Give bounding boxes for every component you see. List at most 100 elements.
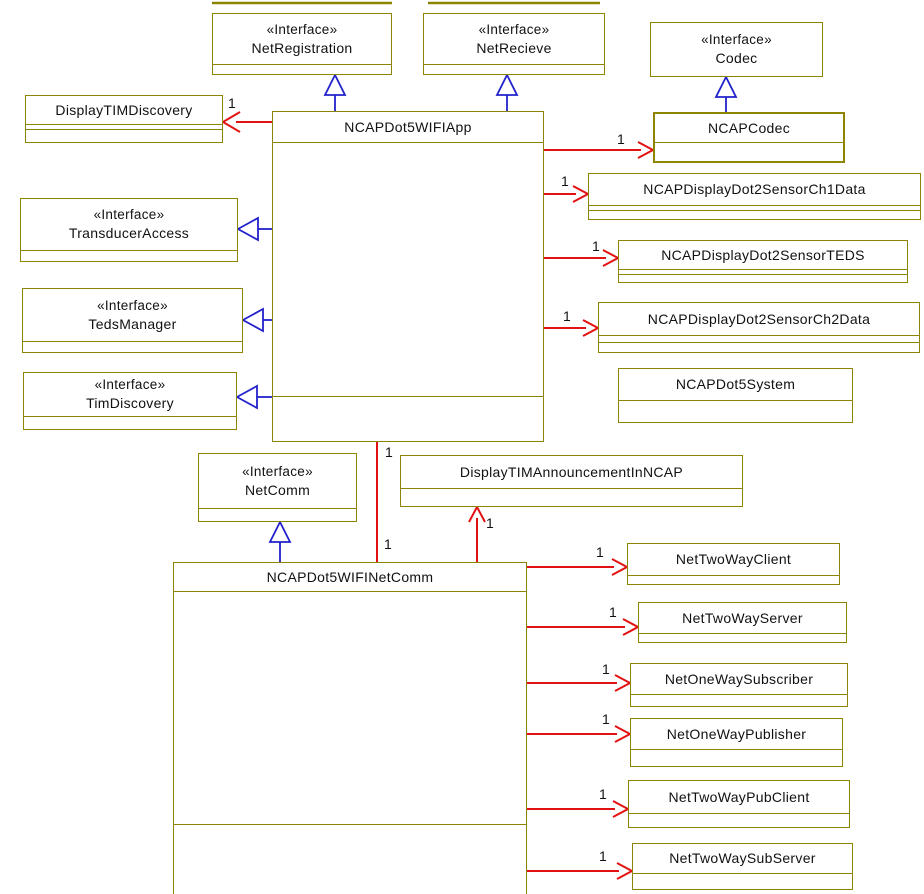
- open-arrowhead: [637, 141, 656, 159]
- multiplicity-label: 1: [228, 95, 237, 111]
- multiplicity-label: 1: [561, 173, 570, 189]
- class-name-label: DisplayTIMAnnouncementInNCAP: [459, 463, 684, 480]
- class-box-netonewaysubscriber[interactable]: NetOneWaySubscriber: [630, 663, 848, 707]
- name-compartment: NCAPCodec: [655, 114, 843, 142]
- name-compartment: NetTwoWaySubServer: [633, 844, 852, 873]
- interface-box-codec[interactable]: «Interface» Codec: [650, 22, 823, 77]
- class-box-netonewaypublisher[interactable]: NetOneWayPublisher: [630, 718, 843, 767]
- interface-box-netrecieve[interactable]: «Interface» NetRecieve: [423, 13, 605, 75]
- name-compartment: NetTwoWayServer: [639, 603, 846, 633]
- name-compartment: NetTwoWayClient: [628, 544, 839, 575]
- operations-compartment: [619, 400, 852, 422]
- edge-app-to-displaytimdiscovery: [221, 111, 272, 133]
- class-box-displaytimdiscovery[interactable]: DisplayTIMDiscovery: [25, 95, 223, 143]
- operations-compartment: [639, 633, 846, 642]
- open-arrowhead: [611, 558, 630, 576]
- edge-app-to-ncapcodec: [544, 141, 656, 159]
- operations-compartment: [629, 813, 849, 827]
- interface-box-tedsmanager[interactable]: «Interface» TedsManager: [22, 288, 243, 353]
- class-name-label: NetTwoWayClient: [675, 551, 792, 568]
- multiplicity-label: 1: [599, 848, 608, 864]
- edge-ncapcodec-realizes-codec: [714, 74, 738, 112]
- interface-box-netregistration[interactable]: «Interface» NetRegistration: [212, 13, 392, 75]
- class-box-ncapdot5wifiapp[interactable]: NCAPDot5WIFIApp: [272, 111, 544, 442]
- class-name-label: NCAPDot5System: [675, 376, 796, 393]
- class-box-ncapcodec[interactable]: NCAPCodec: [653, 112, 845, 163]
- attributes-compartment: [26, 124, 222, 129]
- name-compartment: NCAPDisplayDot2SensorCh2Data: [599, 303, 919, 335]
- edge-netcommclass-to-twowaypubclient: [527, 800, 631, 818]
- edge-app-realizes-timdiscovery: [235, 384, 272, 410]
- interface-box-netcomm[interactable]: «Interface» NetComm: [198, 453, 357, 522]
- open-arrowhead: [616, 862, 635, 880]
- triangle-arrowhead: [495, 72, 519, 96]
- class-name-label: TimDiscovery: [86, 395, 174, 412]
- class-name-label: NCAPDisplayDot2SensorCh1Data: [643, 181, 866, 198]
- interface-box-transduceraccess[interactable]: «Interface» TransducerAccess: [20, 198, 238, 262]
- class-name-label: NCAPDot5WIFINetComm: [266, 568, 434, 585]
- operations-compartment: [213, 64, 391, 74]
- operations-compartment: [273, 396, 543, 441]
- triangle-arrowhead: [235, 384, 258, 410]
- triangle-arrowhead: [323, 72, 347, 96]
- multiplicity-label: 1: [563, 308, 572, 324]
- open-arrowhead: [614, 674, 633, 692]
- name-compartment: «Interface» TimDiscovery: [24, 373, 236, 416]
- edge-app-realizes-netregistration: [323, 72, 347, 111]
- triangle-arrowhead: [236, 216, 259, 242]
- class-name-label: NCAPDisplayDot2SensorTEDS: [661, 246, 865, 263]
- stereotype-label: «Interface»: [94, 377, 166, 393]
- operations-compartment: [628, 575, 839, 584]
- class-name-label: TransducerAccess: [68, 225, 190, 242]
- open-arrowhead: [468, 504, 486, 523]
- class-box-ncapdisplaydot2sensorch2data[interactable]: NCAPDisplayDot2SensorCh2Data: [598, 302, 920, 353]
- operations-compartment: [619, 274, 907, 282]
- attributes-compartment: [599, 335, 919, 342]
- class-name-label: NetOneWayPublisher: [666, 725, 807, 742]
- class-box-nettwowaysubserver[interactable]: NetTwoWaySubServer: [632, 843, 853, 890]
- name-compartment: «Interface» TransducerAccess: [21, 199, 237, 250]
- class-name-label: NetTwoWayServer: [682, 609, 803, 626]
- operations-compartment: [631, 694, 847, 706]
- name-compartment: DisplayTIMDiscovery: [26, 96, 222, 124]
- class-name-label: NetComm: [244, 481, 311, 498]
- name-compartment: «Interface» TedsManager: [23, 289, 242, 341]
- name-compartment: «Interface» NetComm: [199, 454, 356, 508]
- edge-netcommclass-to-twowayserver: [527, 618, 641, 636]
- stereotype-label: «Interface»: [701, 32, 772, 48]
- multiplicity-label: 1: [599, 786, 608, 802]
- interface-box-timdiscovery[interactable]: «Interface» TimDiscovery: [23, 372, 237, 430]
- class-box-ncapdot5wifinetcomm[interactable]: NCAPDot5WIFINetComm: [173, 562, 527, 894]
- operations-compartment: [633, 873, 852, 889]
- edge-app-realizes-transduceraccess: [236, 216, 272, 242]
- class-name-label: Codec: [715, 50, 758, 67]
- operations-compartment: [24, 416, 236, 429]
- class-box-ncapdisplaydot2sensorteds[interactable]: NCAPDisplayDot2SensorTEDS: [618, 240, 908, 283]
- operations-compartment: [26, 129, 222, 142]
- stereotype-label: «Interface»: [266, 21, 338, 37]
- edge-netcommclass-to-onewaysubscriber: [527, 674, 633, 692]
- class-name-label: NCAPDot5WIFIApp: [344, 118, 472, 135]
- name-compartment: NCAPDisplayDot2SensorCh1Data: [589, 174, 920, 205]
- multiplicity-label: 1: [486, 515, 495, 531]
- stereotype-label: «Interface»: [242, 463, 313, 479]
- class-box-nettwowaypubclient[interactable]: NetTwoWayPubClient: [628, 780, 850, 828]
- class-box-ncapdot5system[interactable]: NCAPDot5System: [618, 368, 853, 423]
- operations-compartment: [23, 341, 242, 352]
- open-arrowhead: [221, 111, 241, 133]
- class-box-displaytimannouncementinncap[interactable]: DisplayTIMAnnouncementInNCAP: [400, 455, 743, 507]
- operations-compartment: [199, 508, 356, 521]
- multiplicity-label: 1: [602, 661, 611, 677]
- stereotype-label: «Interface»: [93, 207, 165, 223]
- name-compartment: NetOneWayPublisher: [631, 719, 842, 749]
- class-box-nettwowayserver[interactable]: NetTwoWayServer: [638, 602, 847, 643]
- class-name-label: NetTwoWaySubServer: [669, 850, 816, 867]
- attributes-compartment: [174, 591, 526, 824]
- operations-compartment: [21, 250, 237, 261]
- operations-compartment: [599, 342, 919, 352]
- edge-netcommclass-to-onewaypublisher: [527, 725, 633, 743]
- class-box-ncapdisplaydot2sensorch1data[interactable]: NCAPDisplayDot2SensorCh1Data: [588, 173, 921, 220]
- operations-compartment: [655, 142, 843, 161]
- class-box-nettwowayclient[interactable]: NetTwoWayClient: [627, 543, 840, 585]
